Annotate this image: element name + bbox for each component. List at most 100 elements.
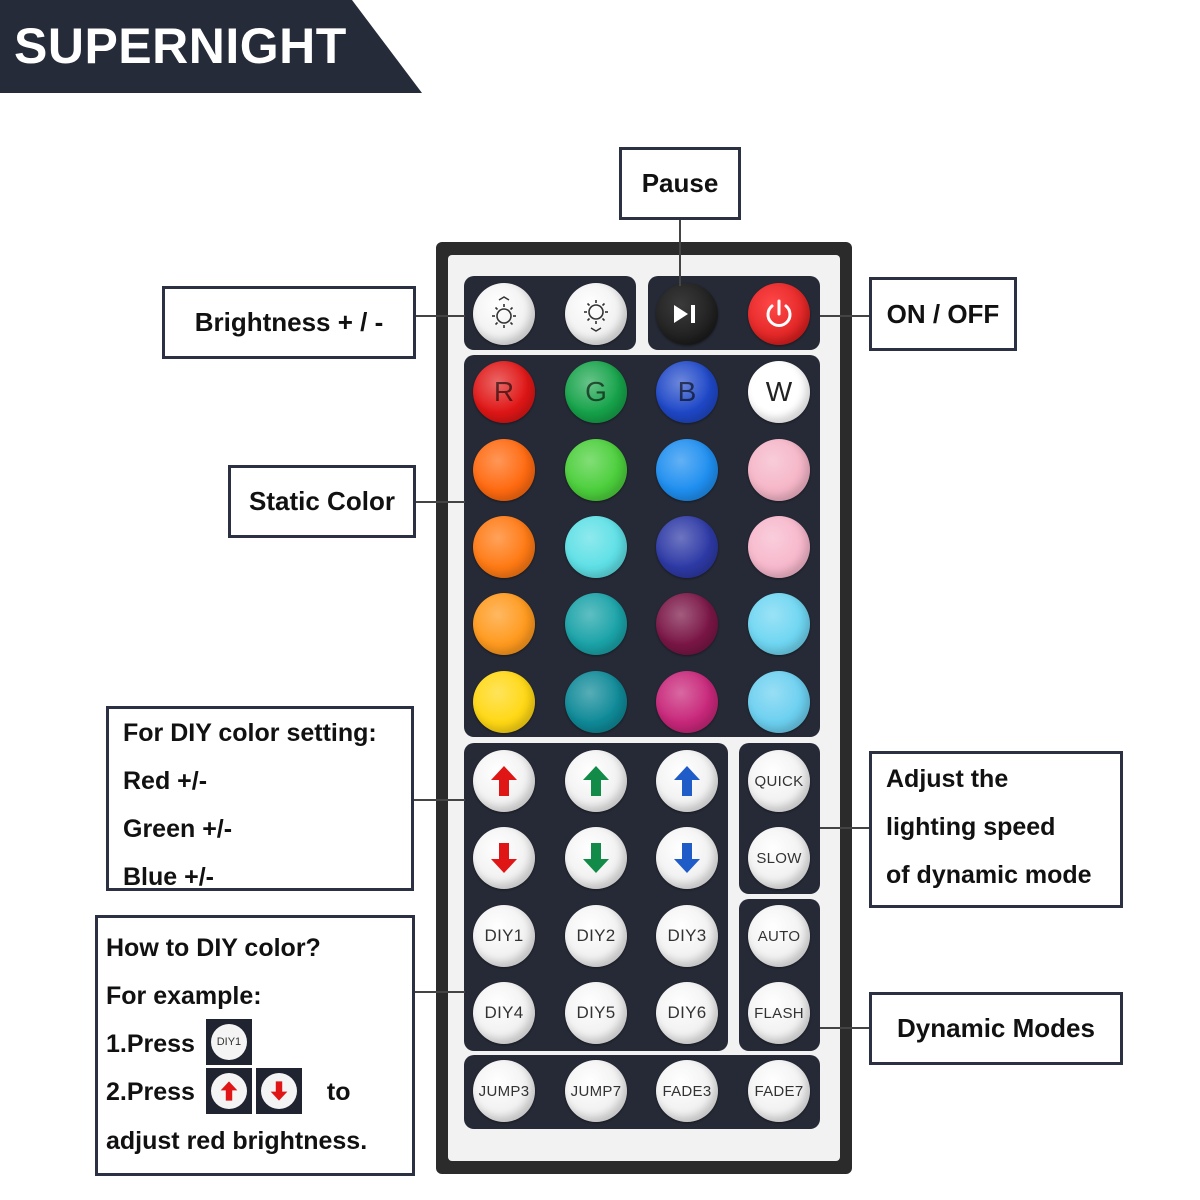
- diy3-button[interactable]: DIY3: [656, 905, 718, 967]
- white-button[interactable]: W: [748, 361, 810, 423]
- fade3-label: FADE3: [662, 1082, 712, 1100]
- arrow-down-icon: [270, 1081, 288, 1101]
- color-button-2-1[interactable]: [473, 516, 535, 578]
- speed-line-3: of dynamic mode: [886, 861, 1092, 889]
- flash-label: FLASH: [754, 1004, 804, 1022]
- color-button-4-3[interactable]: [656, 671, 718, 733]
- fade7-button[interactable]: FADE7: [748, 1060, 810, 1122]
- onoff-label-box: ON / OFF: [869, 277, 1017, 351]
- speed-line-2: lighting speed: [886, 813, 1056, 841]
- red-button-label: R: [493, 376, 515, 407]
- diy2-label: DIY2: [576, 926, 616, 945]
- green-down-button[interactable]: [565, 827, 627, 889]
- red-button[interactable]: R: [473, 361, 535, 423]
- arrow-down-icon: [674, 843, 700, 873]
- dynamic-modes-leader-line: [820, 1027, 870, 1029]
- diy6-button[interactable]: DIY6: [656, 982, 718, 1044]
- how-to-line-5: adjust red brightness.: [106, 1126, 368, 1155]
- color-button-4-1[interactable]: [473, 671, 535, 733]
- color-button-3-1[interactable]: [473, 593, 535, 655]
- play-pause-icon: [674, 305, 695, 323]
- how-to-press-2: 2.Press: [106, 1078, 195, 1107]
- color-button-1-3[interactable]: [656, 439, 718, 501]
- diy4-button[interactable]: DIY4: [473, 982, 535, 1044]
- auto-button[interactable]: AUTO: [748, 905, 810, 967]
- pause-label-box: Pause: [619, 147, 741, 220]
- red-down-button[interactable]: [473, 827, 535, 889]
- diy2-button[interactable]: DIY2: [565, 905, 627, 967]
- brightness-label: Brightness + / -: [194, 307, 384, 337]
- diy-setting-blue: Blue +/-: [123, 863, 214, 891]
- fade7-label: FADE7: [754, 1082, 804, 1100]
- blue-button[interactable]: B: [656, 361, 718, 423]
- how-to-press-1: 1.Press: [106, 1030, 195, 1058]
- color-button-2-4[interactable]: [748, 516, 810, 578]
- speed-label-box: Adjust the lighting speed of dynamic mod…: [869, 751, 1123, 908]
- dynamic-modes-label: Dynamic Modes: [897, 1013, 1095, 1043]
- diy5-button[interactable]: DIY5: [565, 982, 627, 1044]
- arrow-up-icon: [674, 766, 700, 796]
- power-icon: [766, 299, 792, 327]
- color-button-1-4[interactable]: [748, 439, 810, 501]
- diy-setting-label-box: For DIY color setting: Red +/- Green +/-…: [106, 706, 414, 891]
- pause-button[interactable]: [656, 283, 718, 345]
- blue-up-button[interactable]: [656, 750, 718, 812]
- quick-label: QUICK: [754, 772, 804, 790]
- diy-setting-red: Red +/-: [123, 767, 208, 795]
- speed-leader-line: [820, 827, 870, 829]
- jump3-button[interactable]: JUMP3: [473, 1060, 535, 1122]
- green-up-button[interactable]: [565, 750, 627, 812]
- blue-down-button[interactable]: [656, 827, 718, 889]
- brand-name: SUPERNIGHT: [14, 18, 347, 74]
- diy1-label: DIY1: [484, 926, 524, 945]
- red-up-button[interactable]: [473, 750, 535, 812]
- power-button[interactable]: [748, 283, 810, 345]
- how-to-line-4: 2.Press to: [106, 1067, 412, 1116]
- pause-leader-line: [679, 218, 681, 286]
- white-button-label: W: [765, 376, 793, 407]
- diy1-button[interactable]: DIY1: [473, 905, 535, 967]
- color-button-3-3[interactable]: [656, 593, 718, 655]
- diy6-label: DIY6: [667, 1003, 707, 1022]
- slow-label: SLOW: [756, 849, 802, 867]
- brightness-down-icon: [584, 300, 608, 332]
- color-button-3-4[interactable]: [748, 593, 810, 655]
- brightness-up-button[interactable]: [473, 283, 535, 345]
- color-button-2-2[interactable]: [565, 516, 627, 578]
- static-color-label-box: Static Color: [228, 465, 416, 538]
- arrow-down-icon: [583, 843, 609, 873]
- speed-line-1: Adjust the: [886, 765, 1009, 793]
- brightness-leader-line: [415, 315, 465, 317]
- jump3-label: JUMP3: [478, 1082, 530, 1100]
- auto-label: AUTO: [757, 927, 801, 945]
- onoff-label: ON / OFF: [886, 298, 1000, 329]
- slow-button[interactable]: SLOW: [748, 827, 810, 889]
- color-button-1-2[interactable]: [565, 439, 627, 501]
- green-button[interactable]: G: [565, 361, 627, 423]
- diy1-key-image: DIY1: [205, 1019, 252, 1066]
- diy4-label: DIY4: [484, 1003, 524, 1022]
- fade3-button[interactable]: FADE3: [656, 1060, 718, 1122]
- diy3-label: DIY3: [667, 926, 707, 945]
- brand-banner: SUPERNIGHT: [0, 0, 422, 93]
- brightness-up-icon: [492, 296, 516, 328]
- brightness-down-button[interactable]: [565, 283, 627, 345]
- diy-setting-leader-line: [413, 799, 465, 801]
- red-up-key-image: [205, 1067, 252, 1114]
- brightness-label-box: Brightness + / -: [162, 286, 416, 359]
- how-to-to: to: [326, 1078, 351, 1107]
- static-color-leader-line: [415, 501, 465, 503]
- red-down-key-image: [255, 1067, 302, 1114]
- color-button-4-4[interactable]: [748, 671, 810, 733]
- color-button-3-2[interactable]: [565, 593, 627, 655]
- jump7-button[interactable]: JUMP7: [565, 1060, 627, 1122]
- color-button-4-2[interactable]: [565, 671, 627, 733]
- onoff-leader-line: [820, 315, 870, 317]
- diy1-key-label: DIY1: [210, 1024, 247, 1061]
- color-button-1-1[interactable]: [473, 439, 535, 501]
- how-to-leader-line: [415, 991, 465, 993]
- quick-button[interactable]: QUICK: [748, 750, 810, 812]
- how-to-line-1: How to DIY color?: [106, 934, 321, 962]
- color-button-2-3[interactable]: [656, 516, 718, 578]
- flash-button[interactable]: FLASH: [748, 982, 810, 1044]
